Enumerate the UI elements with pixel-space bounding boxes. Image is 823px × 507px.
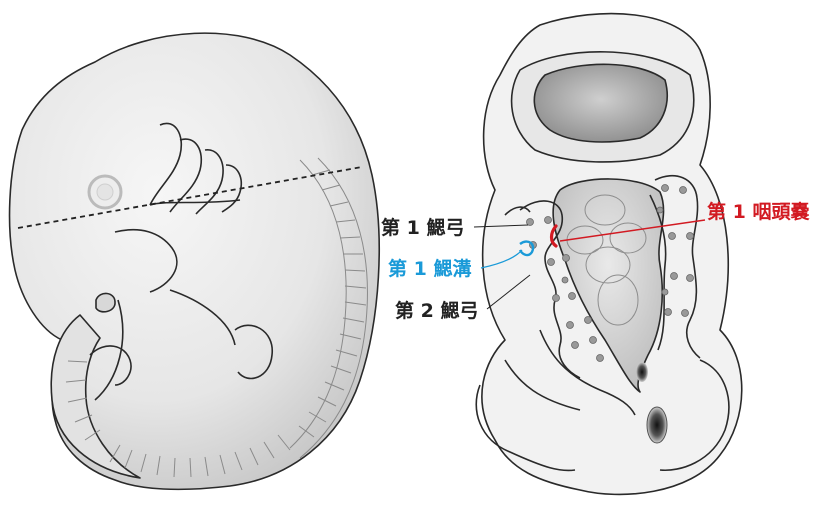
cross-section-view — [476, 14, 742, 495]
upper-limb-bud — [96, 293, 115, 311]
lower-opening — [647, 407, 667, 443]
label-arch2-text: 第 2 鰓弓 — [395, 299, 478, 322]
label-groove1-text: 第 1 鰓溝 — [388, 257, 471, 280]
label-pouch1-text: 第 1 咽頭嚢 — [707, 200, 810, 223]
embryo-lateral-view — [10, 33, 380, 489]
label-arch1-text: 第 1 鰓弓 — [381, 216, 464, 239]
pharyngeal-opening — [636, 362, 648, 382]
neural-lumen — [534, 64, 667, 142]
